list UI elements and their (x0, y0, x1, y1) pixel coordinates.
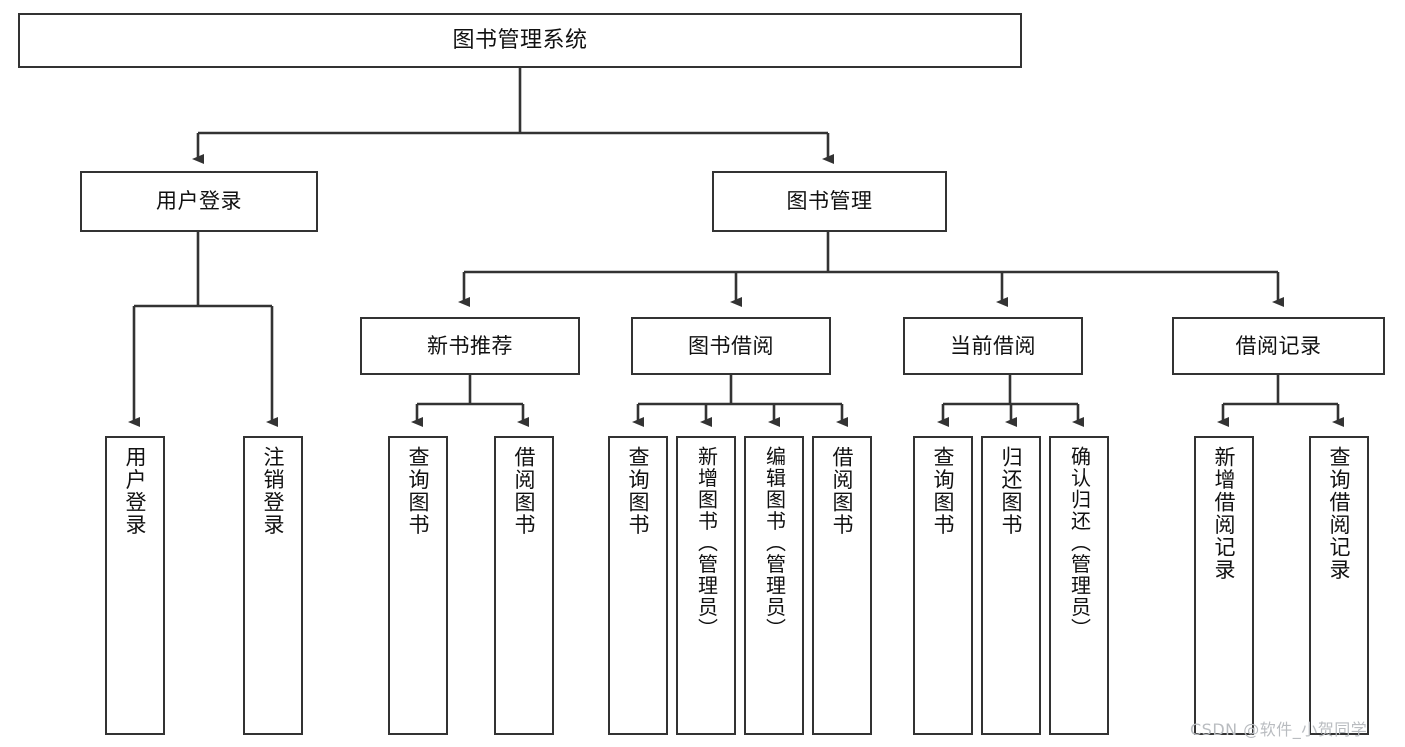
node-label: 用户登录 (156, 189, 242, 214)
leaf-logout-login[interactable]: 注销登录 (243, 436, 303, 735)
node-label: 图书管理 (786, 189, 873, 214)
watermark-text: CSDN @软件_小贺同学 (1190, 720, 1368, 739)
leaf-borrow-book-newbook[interactable]: 借阅图书 (494, 436, 554, 735)
node-label: 当前借阅 (950, 333, 1036, 358)
node-book-borrow[interactable]: 图书借阅 (631, 317, 831, 375)
leaf-edit-book-admin[interactable]: 编辑图书（管理员） (744, 436, 804, 735)
node-label: 图书借阅 (688, 333, 774, 358)
node-label: 借阅图书 (830, 446, 855, 536)
node-root-system[interactable]: 图书管理系统 (18, 13, 1022, 68)
node-new-book-recommend[interactable]: 新书推荐 (360, 317, 580, 375)
leaf-confirm-return-admin[interactable]: 确认归还（管理员） (1049, 436, 1109, 735)
leaf-query-book-current[interactable]: 查询图书 (913, 436, 973, 735)
node-label: 注销登录 (261, 446, 286, 536)
node-label: 查询借阅记录 (1327, 446, 1352, 581)
leaf-add-borrow-record[interactable]: 新增借阅记录 (1194, 436, 1254, 735)
node-book-management[interactable]: 图书管理 (712, 171, 947, 232)
node-label: 借阅图书 (512, 446, 537, 536)
node-label: 编辑图书（管理员） (762, 446, 787, 640)
node-label: 确认归还（管理员） (1067, 446, 1092, 640)
leaf-return-book[interactable]: 归还图书 (981, 436, 1041, 735)
node-label: 归还图书 (999, 446, 1024, 536)
node-label: 查询图书 (931, 446, 956, 536)
leaf-add-book-admin[interactable]: 新增图书（管理员） (676, 436, 736, 735)
leaf-query-book-borrow[interactable]: 查询图书 (608, 436, 668, 735)
leaf-query-book-newbook[interactable]: 查询图书 (388, 436, 448, 735)
node-borrow-record[interactable]: 借阅记录 (1172, 317, 1385, 375)
node-label: 新增图书（管理员） (694, 446, 719, 640)
node-label: 新增借阅记录 (1212, 446, 1237, 581)
node-current-borrow[interactable]: 当前借阅 (903, 317, 1083, 375)
node-label: 查询图书 (406, 446, 431, 536)
leaf-query-borrow-record[interactable]: 查询借阅记录 (1309, 436, 1369, 735)
node-label: 查询图书 (626, 446, 651, 536)
node-label: 图书管理系统 (452, 27, 588, 53)
leaf-borrow-book[interactable]: 借阅图书 (812, 436, 872, 735)
node-label: 用户登录 (123, 446, 148, 536)
leaf-user-login[interactable]: 用户登录 (105, 436, 165, 735)
node-label: 新书推荐 (427, 333, 513, 358)
node-user-login[interactable]: 用户登录 (80, 171, 318, 232)
node-label: 借阅记录 (1235, 333, 1322, 358)
